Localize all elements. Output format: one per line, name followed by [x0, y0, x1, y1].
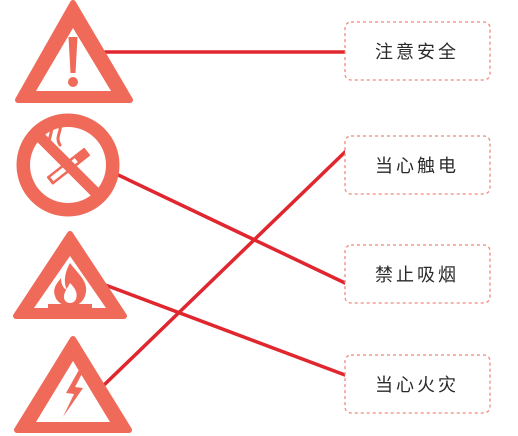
label-boxes: 注意安全 当心触电 禁止吸烟 当心火灾	[344, 21, 491, 414]
label-box-zhuyi-anquan: 注意安全	[344, 21, 491, 81]
fire-hazard-icon	[13, 231, 127, 319]
connector-line	[102, 150, 347, 387]
no-smoking-icon	[16, 113, 120, 217]
label-text: 禁止吸烟	[375, 265, 459, 286]
electric-shock-icon	[14, 336, 132, 433]
label-box-jinzhi-xiyan: 禁止吸烟	[344, 244, 491, 304]
exclamation-warning-icon	[15, 0, 133, 103]
connector-lines	[98, 50, 347, 387]
label-text: 注意安全	[375, 42, 459, 63]
label-text: 当心触电	[375, 156, 459, 177]
label-box-dangxin-huozai: 当心火灾	[344, 354, 491, 414]
connector-line	[98, 281, 347, 377]
connector-line	[110, 170, 347, 285]
label-text: 当心火灾	[375, 375, 459, 396]
label-box-dangxin-chudian: 当心触电	[344, 135, 491, 195]
